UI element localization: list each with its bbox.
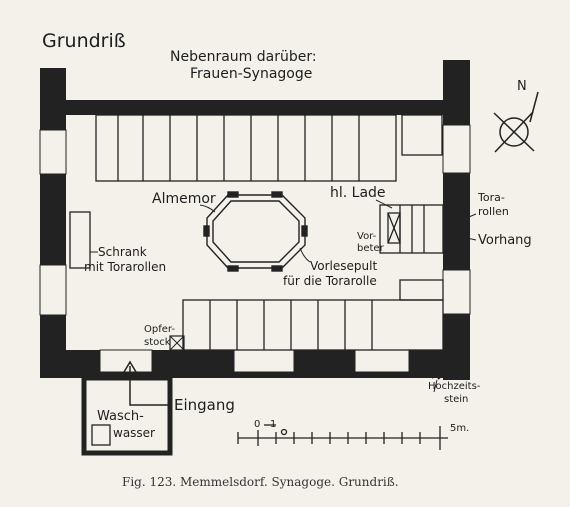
windows — [39, 124, 471, 373]
curtain-label: Vorhang — [478, 233, 532, 248]
entrance-arrow — [123, 360, 170, 406]
upper-room-line1: Nebenraum darüber: — [170, 49, 317, 65]
scale-label-zero: 0 — [254, 419, 261, 430]
upper-room-line2: Frauen-Synagoge — [190, 66, 313, 82]
vorlesepult-label-2: für die Torarolle — [283, 274, 377, 288]
leader-lines — [90, 199, 477, 393]
top-benches — [95, 114, 443, 182]
torah-rollen-label-2: rollen — [478, 205, 509, 218]
schrank-label-2: mit Torarollen — [84, 260, 167, 274]
opferstock-label-2: stock — [144, 337, 171, 348]
schrank-label-1: Schrank — [98, 245, 147, 259]
ark-steps — [379, 204, 444, 254]
almemor — [203, 191, 308, 272]
compass-north-label: N — [517, 79, 527, 94]
bottom-benches — [182, 279, 444, 351]
ark-label: hl. Lade — [330, 185, 386, 201]
torah-rollen-label-1: Tora- — [478, 191, 505, 204]
almemor-label: Almemor — [152, 191, 216, 207]
compass-icon — [493, 91, 539, 153]
scale-label-one: 1 — [270, 419, 277, 430]
opferstock-box — [169, 335, 185, 351]
scale-label-five: 5m. — [450, 423, 470, 434]
plan-title: Grundriß — [42, 30, 126, 52]
torah-cabinet — [69, 211, 91, 269]
walls — [40, 60, 470, 380]
vorbeter-label-1: Vor- — [357, 231, 377, 242]
entrance-label: Eingang — [174, 396, 235, 414]
ark-niche — [445, 214, 461, 242]
waschwasser-label-1: Wasch- — [97, 409, 144, 424]
entrance-annex — [81, 375, 173, 456]
waschwasser-label-2: wasser — [113, 426, 155, 440]
vorlesepult-label-1: Vorlesepult — [310, 259, 378, 273]
scale-bar — [237, 424, 448, 450]
opferstock-label-1: Opfer- — [144, 324, 175, 335]
figure-caption: Fig. 123. Memmelsdorf. Synagoge. Grundri… — [122, 475, 399, 489]
vorbeter-label-2: beter — [357, 243, 384, 254]
hochzeitsstein-label-2: stein — [444, 394, 469, 405]
hochzeitsstein-mark — [425, 367, 447, 380]
hochzeitsstein-label-1: Hochzeits- — [428, 381, 481, 392]
